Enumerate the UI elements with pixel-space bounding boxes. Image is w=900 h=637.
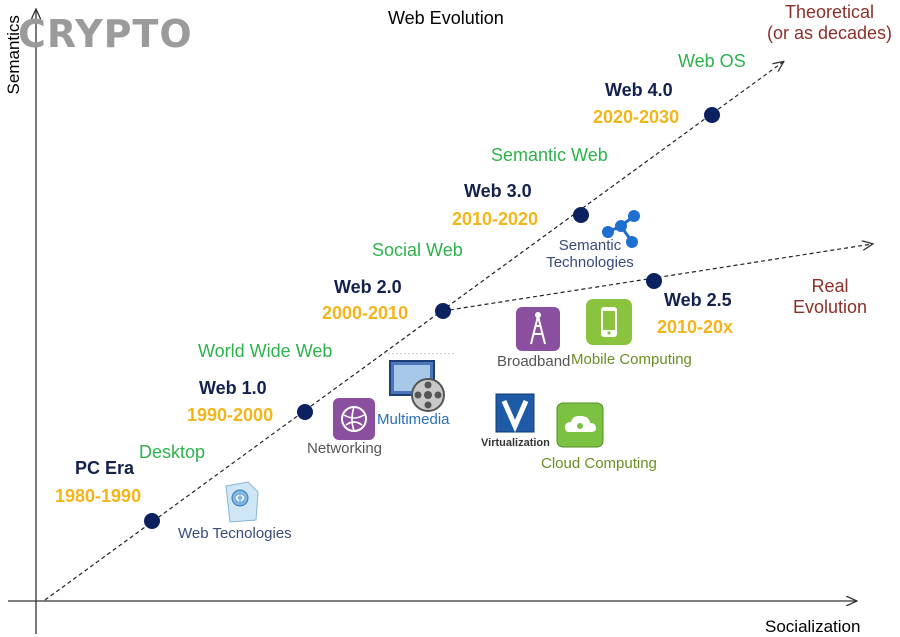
theoretical-evolution-line [44,62,783,601]
tech-label-virtualization: Virtualization [481,437,550,449]
era-pc: PC Era [75,458,135,478]
era-web-1-0: Web 1.0 [199,378,267,398]
node-web-3-0 [573,207,589,223]
node-pc-era [144,513,160,529]
node-web-1-0 [297,404,313,420]
phase-world-wide-web: World Wide Web [198,341,333,361]
x-axis-label: Socialization [765,617,861,636]
real-evolution-label-line2: Evolution [792,296,868,317]
antenna-tower-icon [516,307,560,351]
years-web-4-0: 2020-2030 [593,107,680,127]
real-evolution-label: Real Evolution [780,276,880,317]
film-reel-icon [384,353,454,412]
real-evolution-label-line1: Real [811,276,849,296]
tech-label-multimedia: Multimedia [377,411,450,428]
node-web-2-0 [435,303,451,319]
phase-social-web: Social Web [372,240,463,260]
era-web-2-0: Web 2.0 [334,277,402,297]
era-web-4-0: Web 4.0 [605,80,673,100]
years-web-2-0: 2000-2010 [322,303,409,323]
tech-label-broadband: Broadband [497,353,571,370]
y-axis-label: Semantics [3,15,23,95]
tech-label-networking: Networking [307,440,383,457]
tech-label-semantic-technologies: Semantic Technologies [546,237,634,272]
phase-web-os: Web OS [678,51,746,71]
theoretical-label: Theoretical (or as decades) [762,2,897,43]
years-web-3-0: 2010-2020 [452,209,539,229]
node-web-4-0 [704,107,720,123]
tech-label-web-technologies: Web Tecnologies [178,525,292,542]
globe-network-icon [333,398,375,440]
node-web-2-5 [646,273,662,289]
years-web-2-5: 2010-20x [657,317,734,337]
phase-semantic-web: Semantic Web [491,145,608,165]
era-web-3-0: Web 3.0 [464,181,532,201]
era-web-2-5: Web 2.5 [664,290,732,310]
years-pc: 1980-1990 [55,486,142,506]
years-web-1-0: 1990-2000 [187,405,274,425]
cloud-icon [556,402,604,448]
tech-label-cloud-computing: Cloud Computing [541,455,657,472]
theoretical-label-line2: (or as decades) [766,22,893,43]
theoretical-label-line1: Theoretical [784,2,875,22]
diagram-title: Web Evolution [388,8,504,28]
mobile-phone-icon [586,299,632,345]
web-document-icon [225,481,259,523]
virtualization-v-icon [495,393,535,433]
brand-watermark: CRYPTO [18,12,193,56]
semantic-network-icon [602,210,640,248]
tech-label-mobile-computing: Mobile Computing [571,351,692,368]
phase-desktop: Desktop [139,442,206,462]
